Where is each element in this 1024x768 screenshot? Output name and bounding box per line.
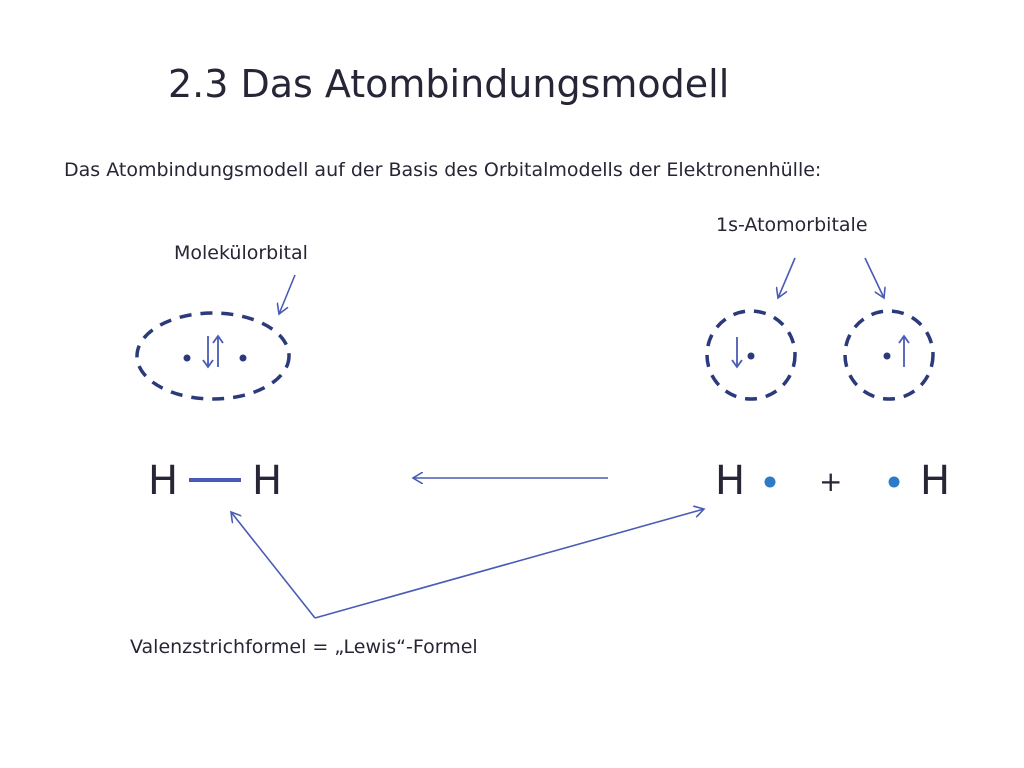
atom-symbol-left: H (148, 458, 178, 504)
electron-dot (883, 352, 891, 360)
atom-symbol-right: H (920, 458, 950, 504)
atomic-orbital-right (843, 309, 935, 401)
molecular-orbital-ellipse (135, 311, 291, 401)
molecular-orbital-label: Molekülorbital (174, 242, 308, 264)
electron-dot (764, 476, 776, 488)
pointer-arrow-atomic-orbital-right (864, 257, 884, 298)
plus-sign: + (819, 465, 842, 498)
lewis-pointer-arrow-right (314, 509, 704, 619)
separate-atoms: H + H (715, 458, 950, 504)
atomic-orbital-circle (705, 309, 797, 401)
lewis-pointer (231, 509, 704, 619)
electron-dot (747, 352, 755, 360)
h2-molecule: H H (148, 458, 282, 504)
atomic-orbital-circle (843, 309, 935, 401)
spin-down-arrow-icon (731, 337, 743, 369)
lewis-formula-label: Valenzstrichformel = „Lewis“-Formel (130, 636, 478, 658)
spin-down-arrow-icon (202, 336, 214, 369)
lewis-pointer-arrow-left (231, 512, 316, 619)
electron-dot (888, 476, 900, 488)
spin-up-arrow-icon (898, 334, 910, 367)
atom-symbol-right: H (252, 458, 282, 504)
slide-title: 2.3 Das Atombindungsmodell (168, 62, 730, 106)
intro-text: Das Atombindungsmodell auf der Basis des… (64, 159, 822, 181)
pointer-arrow-atomic-orbital-left (778, 257, 796, 298)
electron-dot (183, 354, 191, 362)
atom-symbol-left: H (715, 458, 745, 504)
electron-dot (239, 354, 247, 362)
pointer-arrow-molecular-orbital (279, 274, 296, 314)
atomic-orbital-left (705, 309, 797, 401)
atomic-orbitals-label: 1s-Atomorbitale (716, 214, 868, 236)
spin-up-arrow-icon (212, 334, 224, 367)
molecular-orbital (135, 311, 291, 401)
